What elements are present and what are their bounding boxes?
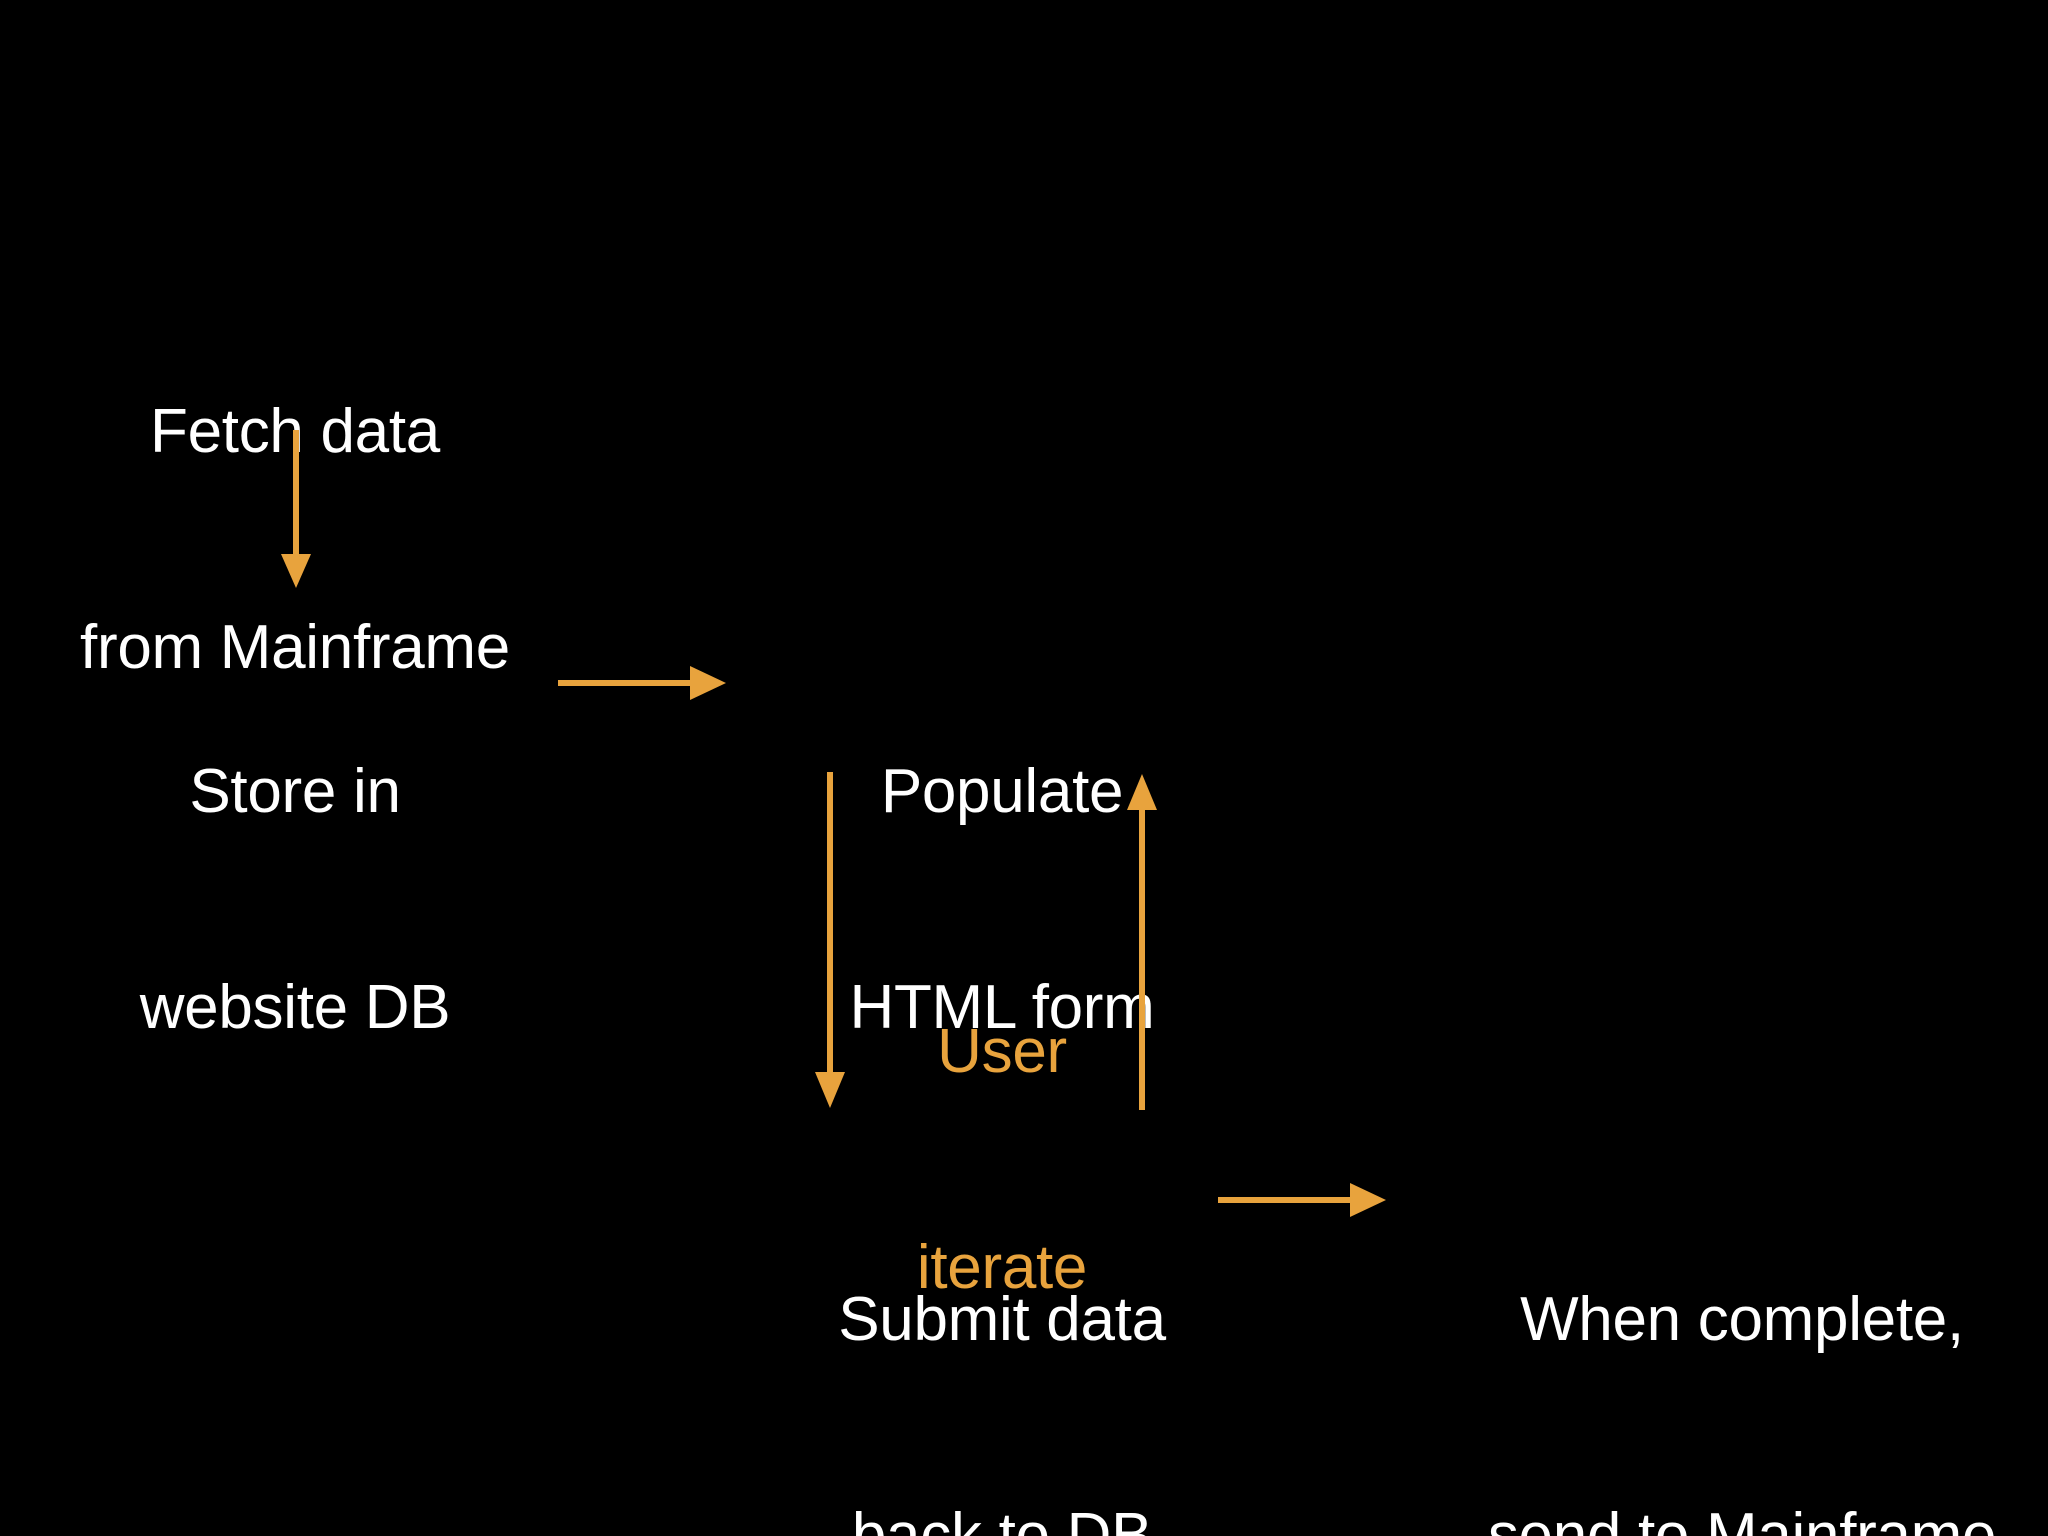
node-line: back to DB	[851, 1500, 1153, 1536]
node-line: Populate	[880, 756, 1124, 826]
node-submit-data-back-to-db: Submit data back to DB	[838, 1140, 1166, 1536]
node-fetch-data-from-mainframe: Fetch data from Mainframe	[80, 252, 510, 827]
node-line: Submit data	[838, 1284, 1166, 1354]
node-populate-html-form: Populate HTML form	[850, 612, 1155, 1187]
arrow-down-icon-populate-to-submit	[812, 772, 848, 1110]
arrow-down-icon-fetch-to-store	[278, 430, 314, 590]
loop-label-line: iterate	[916, 1232, 1088, 1302]
user-iterate-loop-label: User iterate	[916, 872, 1088, 1447]
node-when-complete-send-to-mainframe: When complete, send to Mainframe	[1487, 1140, 1997, 1536]
arrow-right-icon-store-to-populate	[558, 663, 728, 703]
node-store-in-website-db: Store in website DB	[140, 612, 451, 1187]
arrow-right-icon-submit-to-mainframe	[1218, 1180, 1388, 1220]
arrow-up-icon-submit-to-populate	[1124, 772, 1160, 1110]
node-line: Store in	[189, 756, 401, 826]
node-line: website DB	[139, 972, 451, 1042]
loop-label-line: User	[937, 1016, 1067, 1086]
node-line: Fetch data	[150, 396, 440, 466]
node-line: from Mainframe	[80, 612, 510, 682]
node-line: When complete,	[1520, 1284, 1964, 1354]
node-line: send to Mainframe	[1487, 1500, 1997, 1536]
node-line: HTML form	[849, 972, 1155, 1042]
